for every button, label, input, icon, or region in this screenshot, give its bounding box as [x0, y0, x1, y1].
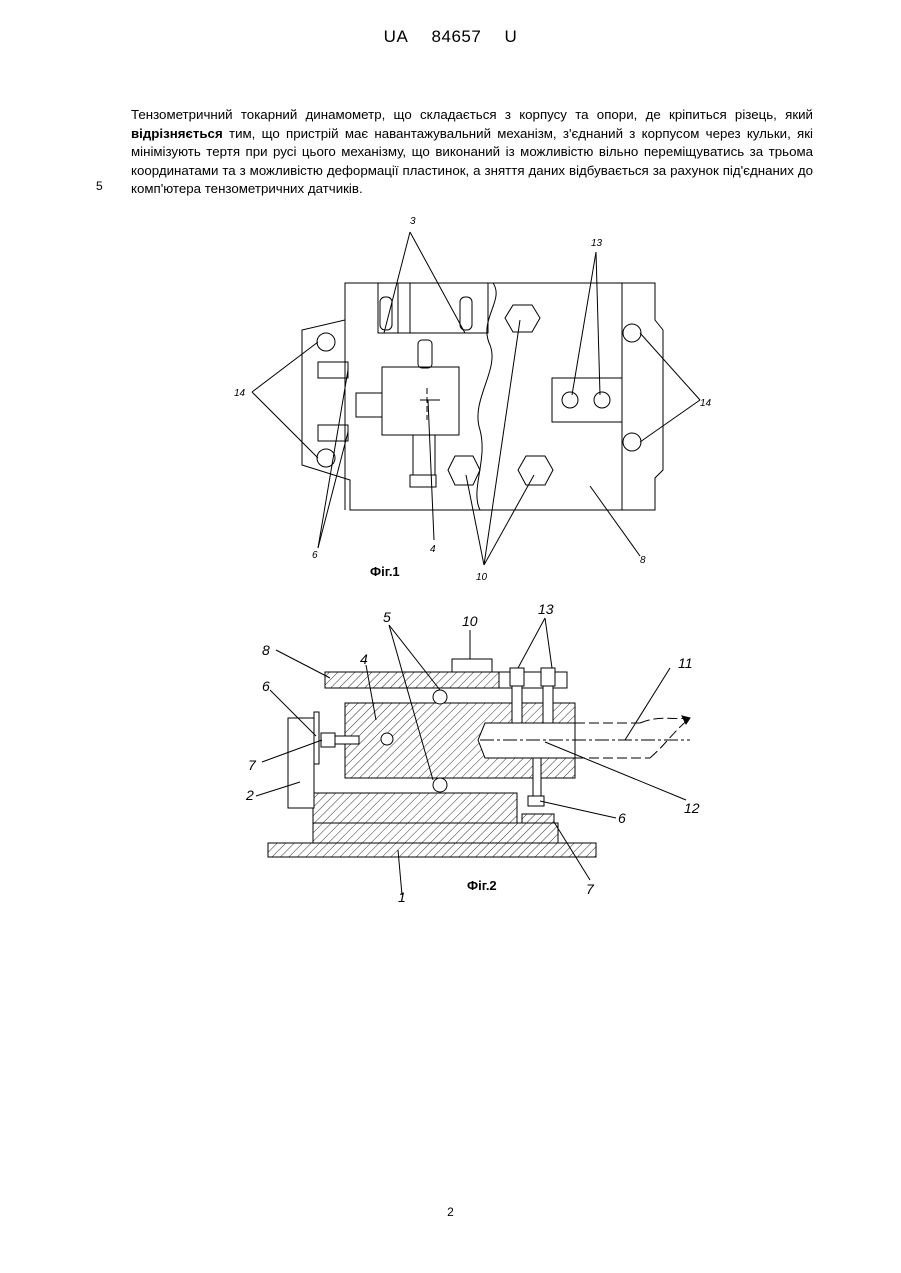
fig2-label-8: 8 [262, 642, 270, 658]
header-office: UA [384, 27, 409, 46]
claim-text-1: Тензометричний токарний динамометр, що с… [131, 107, 813, 122]
fig1-label-4: 4 [430, 544, 436, 555]
figure-1-drawing: 3 13 14 14 6 4 10 8 [220, 210, 720, 585]
page-number: 2 [0, 1205, 901, 1219]
fig1-label-14-right: 14 [700, 398, 712, 409]
header-kind: U [505, 27, 518, 46]
fig2-label-7-right: 7 [586, 881, 595, 897]
fig1-label-14-left: 14 [234, 388, 246, 399]
fig2-label-6-left: 6 [262, 678, 270, 694]
claim-paragraph: Тензометричний токарний динамометр, що с… [131, 106, 813, 199]
fig2-label-11: 11 [678, 655, 693, 671]
fig2-label-6-right: 6 [618, 810, 626, 826]
fig2-label-5: 5 [383, 609, 391, 625]
fig2-label-10: 10 [462, 613, 478, 629]
header-number: 84657 [432, 27, 482, 46]
fig2-label-1: 1 [398, 889, 406, 905]
fig2-label-13: 13 [538, 601, 554, 617]
claim-emphasis: відрізняється [131, 126, 223, 141]
figure-1-caption: Фіг.1 [370, 564, 400, 579]
fig1-label-13: 13 [591, 238, 603, 249]
document-header: UA 84657 U [0, 27, 901, 47]
fig2-label-2: 2 [245, 787, 254, 803]
figure-2-drawing: 10 13 5 8 4 11 6 7 2 12 6 7 1 [245, 600, 715, 905]
fig1-label-8: 8 [640, 555, 646, 566]
fig1-label-3: 3 [410, 216, 416, 227]
fig1-label-10: 10 [476, 572, 488, 583]
fig2-label-4: 4 [360, 651, 368, 667]
fig2-label-7-left: 7 [248, 757, 257, 773]
fig2-label-12: 12 [684, 800, 700, 816]
line-number: 5 [96, 179, 103, 193]
fig1-label-6: 6 [312, 550, 318, 561]
figure-2-caption: Фіг.2 [467, 878, 497, 893]
claim-text-2: тим, що пристрій має навантажувальний ме… [131, 126, 813, 197]
